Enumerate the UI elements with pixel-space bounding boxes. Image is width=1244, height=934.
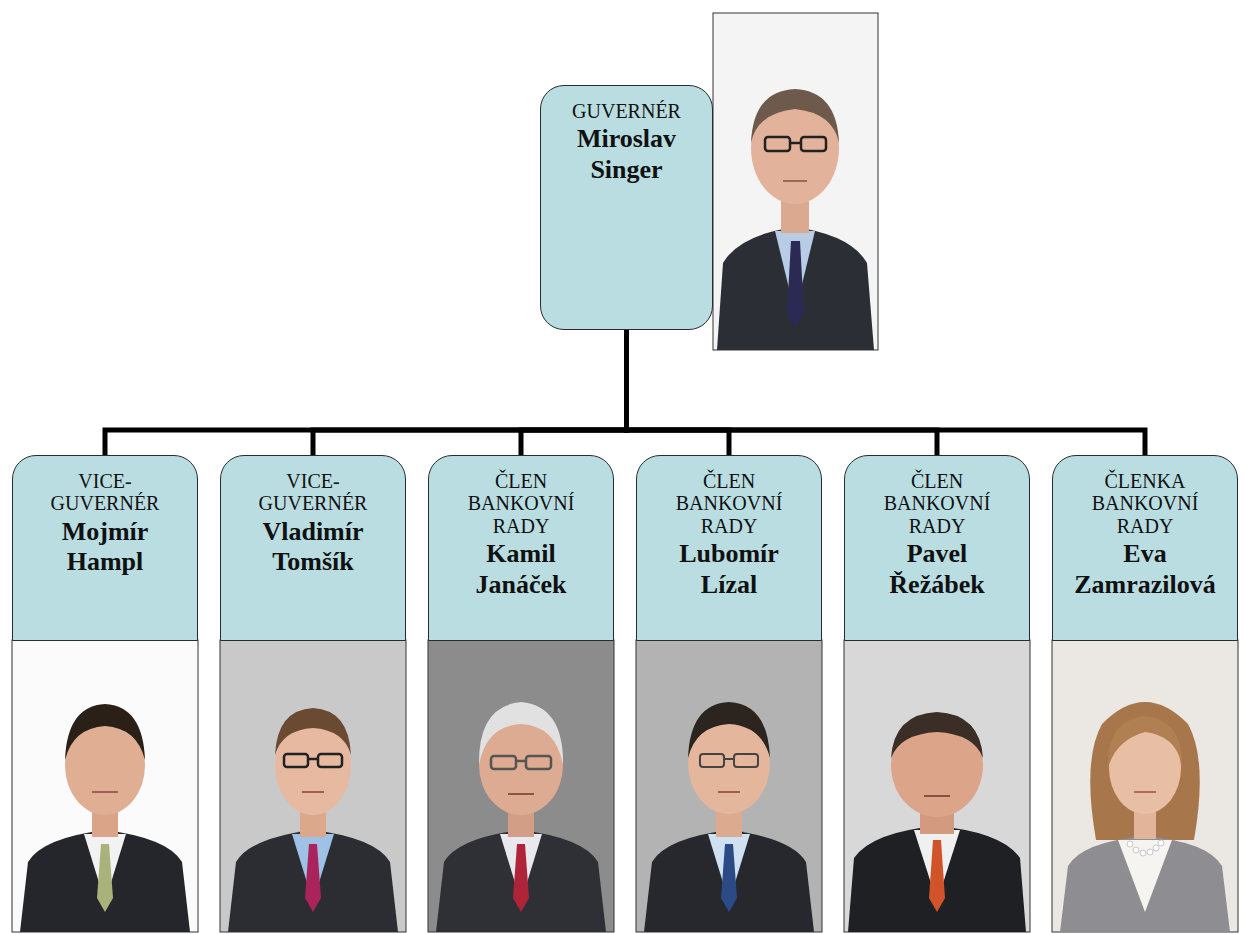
role-title: VICE- GUVERNÉR <box>40 470 170 515</box>
person-name: Kamil Janáček <box>446 539 596 600</box>
tree-connector <box>627 330 730 455</box>
person-name: Eva Zamrazilová <box>1070 539 1220 600</box>
person-name: Miroslav Singer <box>552 124 702 185</box>
role-title: ČLEN BANKOVNÍ RADY <box>664 470 794 537</box>
portrait-photo <box>1052 640 1238 932</box>
role-title: ČLEN BANKOVNÍ RADY <box>456 470 586 537</box>
member-box: ČLEN BANKOVNÍ RADYPavel Řežábek <box>844 455 1030 641</box>
tree-connector <box>627 330 1146 455</box>
portrait-photo <box>428 640 614 932</box>
person-name: Mojmír Hampl <box>30 517 180 578</box>
role-title: GUVERNÉR <box>562 100 692 122</box>
role-title: ČLEN BANKOVNÍ RADY <box>872 470 1002 537</box>
portrait-photo <box>12 640 198 932</box>
portrait-photo <box>844 640 1030 932</box>
governor-box: GUVERNÉRMiroslav Singer <box>540 85 713 330</box>
member-box: ČLEN BANKOVNÍ RADYKamil Janáček <box>428 455 614 641</box>
role-title: VICE- GUVERNÉR <box>248 470 378 515</box>
member-box: VICE- GUVERNÉRVladimír Tomšík <box>220 455 406 641</box>
portrait-photo <box>713 13 878 350</box>
member-box: ČLEN BANKOVNÍ RADYLubomír Lízal <box>636 455 822 641</box>
tree-connector <box>313 330 627 455</box>
portrait-photo <box>220 640 406 932</box>
person-name: Vladimír Tomšík <box>238 517 388 578</box>
person-name: Pavel Řežábek <box>862 539 1012 600</box>
tree-connector <box>521 330 627 455</box>
tree-connector <box>627 330 938 455</box>
role-title: ČLENKA BANKOVNÍ RADY <box>1080 470 1210 537</box>
tree-connector <box>105 330 627 455</box>
member-box: ČLENKA BANKOVNÍ RADYEva Zamrazilová <box>1052 455 1238 641</box>
member-box: VICE- GUVERNÉRMojmír Hampl <box>12 455 198 641</box>
portrait-photo <box>636 640 822 932</box>
person-name: Lubomír Lízal <box>654 539 804 600</box>
